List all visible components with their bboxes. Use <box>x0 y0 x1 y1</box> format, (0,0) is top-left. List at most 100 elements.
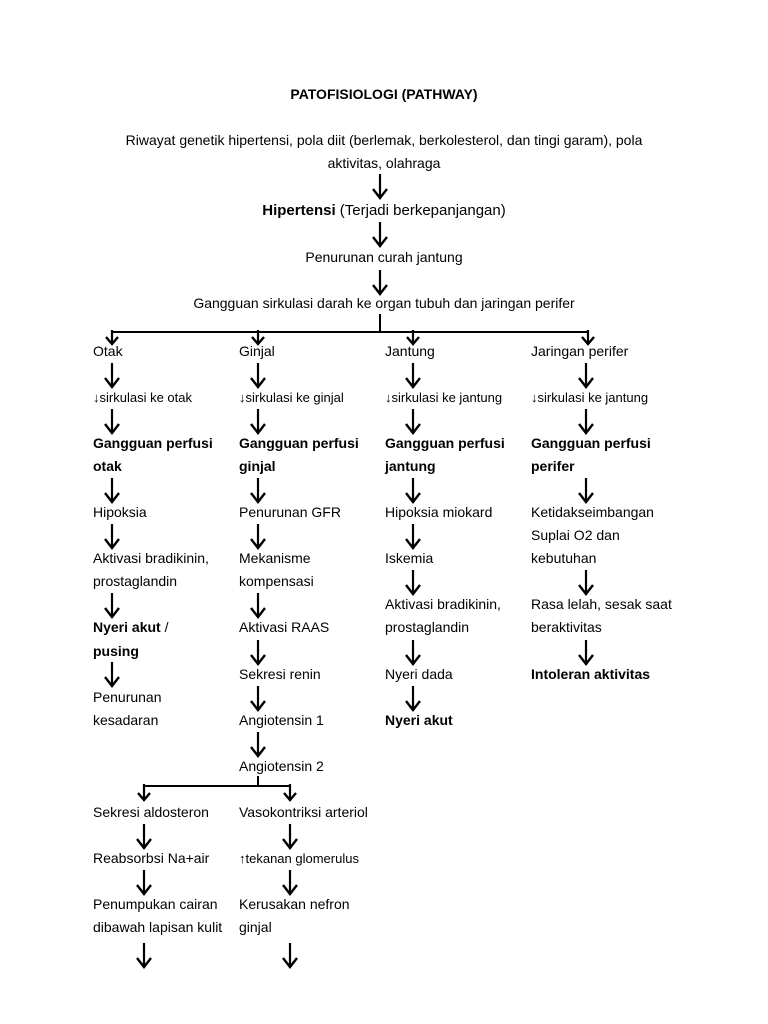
hypertension-label: Hipertensi <box>262 202 336 219</box>
heart-step-hypoxia: Hipoksia miokard <box>385 504 493 520</box>
heart-circulation: ↓sirkulasi ke jantung <box>385 390 503 405</box>
arrow-down-icon <box>406 330 420 346</box>
kidney-header: Ginjal <box>239 343 275 359</box>
arrow-down-icon <box>578 409 594 435</box>
arrow-down-icon <box>405 409 421 435</box>
arrow-down-icon <box>405 524 421 550</box>
kidney-perfusion-2: ginjal <box>239 458 276 474</box>
brain-step-bradykinin-1: Aktivasi bradikinin, <box>93 550 209 566</box>
vaso-step-constriction: Vasokontriksi arteriol <box>239 804 368 820</box>
brain-pain-separator: / <box>160 619 169 635</box>
brain-header: Otak <box>93 343 123 359</box>
brain-step-hypoxia: Hipoksia <box>93 504 147 520</box>
arrow-down-icon <box>250 409 266 435</box>
brain-circulation: ↓sirkulasi ke otak <box>93 390 192 405</box>
peripheral-circulation: ↓sirkulasi ke jantung <box>531 390 649 405</box>
arrow-down-icon <box>251 330 265 346</box>
brain-step-consciousness-1: Penurunan <box>93 689 162 705</box>
arrow-down-icon <box>105 330 119 346</box>
arrow-down-icon <box>137 784 151 802</box>
arrow-down-icon <box>250 478 266 504</box>
aldosterone-step-edema-1: Penumpukan cairan <box>93 896 218 912</box>
arrow-down-icon <box>136 824 152 850</box>
arrow-down-icon <box>282 824 298 850</box>
arrow-down-icon <box>136 870 152 896</box>
hypertension-note: (Terjadi berkepanjangan) <box>335 202 506 219</box>
arrow-down-icon <box>405 570 421 596</box>
brain-pain-bold: Nyeri akut <box>93 619 161 635</box>
arrow-down-icon <box>578 640 594 666</box>
arrow-down-icon <box>372 270 388 296</box>
arrow-down-icon <box>104 409 120 435</box>
arrow-down-icon <box>282 943 298 969</box>
arrow-down-icon <box>250 732 266 758</box>
brain-perfusion-1: Gangguan perfusi <box>93 435 213 451</box>
peripheral-perfusion-2: perifer <box>531 458 575 474</box>
arrow-down-icon <box>250 593 266 619</box>
arrow-down-icon <box>250 640 266 666</box>
peripheral-step-intolerance: Intoleran aktivitas <box>531 666 651 682</box>
peripheral-header: Jaringan perifer <box>531 343 629 359</box>
cause-line-2: aktivitas, olahraga <box>327 155 441 171</box>
vaso-step-nephron-damage-2: ginjal <box>239 919 272 935</box>
peripheral-step-imbalance-1: Ketidakseimbangan <box>531 504 654 520</box>
kidney-step-renin: Sekresi renin <box>239 666 321 682</box>
kidney-step-compensation-1: Mekanisme <box>239 550 311 566</box>
kidney-step-gfr: Penurunan GFR <box>239 504 341 520</box>
aldosterone-step-reabsorption: Reabsorbsi Na+air <box>93 850 210 866</box>
kidney-step-compensation-2: kompensasi <box>239 573 314 589</box>
arrow-down-icon <box>405 640 421 666</box>
brain-step-pain-1: Nyeri akut / <box>93 616 168 639</box>
arrow-down-icon <box>104 524 120 550</box>
peripheral-step-fatigue-1: Rasa lelah, sesak saat <box>531 596 672 612</box>
arrow-down-icon <box>104 593 120 619</box>
hypertension-node: Hipertensi (Terjadi berkepanjangan) <box>0 199 768 222</box>
brain-step-bradykinin-2: prostaglandin <box>93 573 178 589</box>
peripheral-step-imbalance-3: kebutuhan <box>531 550 597 566</box>
heart-perfusion-2: jantung <box>385 458 436 474</box>
page-title: PATOFISIOLOGI (PATHWAY) <box>290 86 478 102</box>
arrow-down-icon <box>104 478 120 504</box>
arrow-down-icon <box>405 478 421 504</box>
heart-perfusion-1: Gangguan perfusi <box>385 435 505 451</box>
arrow-down-icon <box>282 870 298 896</box>
arrow-down-icon <box>104 662 120 688</box>
cardiac-output-node: Penurunan curah jantung <box>305 249 463 265</box>
heart-header: Jantung <box>385 343 435 359</box>
peripheral-step-fatigue-2: beraktivitas <box>531 619 602 635</box>
brain-step-consciousness-2: kesadaran <box>93 712 159 728</box>
arrow-down-icon <box>405 363 421 389</box>
circulation-node: Gangguan sirkulasi darah ke organ tubuh … <box>193 295 575 311</box>
arrow-down-icon <box>372 222 388 248</box>
kidney-step-angiotensin-2: Angiotensin 2 <box>239 758 324 774</box>
arrow-down-icon <box>578 478 594 504</box>
heart-step-chest-pain: Nyeri dada <box>385 666 453 682</box>
kidney-step-raas: Aktivasi RAAS <box>239 619 330 635</box>
arrow-down-icon <box>250 524 266 550</box>
arrow-down-icon <box>581 330 595 346</box>
vaso-step-nephron-damage-1: Kerusakan nefron <box>239 896 350 912</box>
arrow-down-icon <box>578 570 594 596</box>
brain-step-pain-2: pusing <box>93 643 139 659</box>
arrow-down-icon <box>250 686 266 712</box>
arrow-down-icon <box>104 363 120 389</box>
arrow-down-icon <box>283 784 297 802</box>
cause-line-1: Riwayat genetik hipertensi, pola diit (b… <box>125 132 643 148</box>
aldosterone-step-edema-2: dibawah lapisan kulit <box>93 919 223 935</box>
arrow-down-icon <box>405 686 421 712</box>
kidney-circulation: ↓sirkulasi ke ginjal <box>239 390 344 405</box>
arrow-down-icon <box>372 174 388 200</box>
arrow-down-icon <box>578 363 594 389</box>
arrow-down-icon <box>250 363 266 389</box>
peripheral-perfusion-1: Gangguan perfusi <box>531 435 651 451</box>
kidney-perfusion-1: Gangguan perfusi <box>239 435 359 451</box>
kidney-step-angiotensin-1: Angiotensin 1 <box>239 712 324 728</box>
aldosterone-step-secretion: Sekresi aldosteron <box>93 804 209 820</box>
peripheral-step-imbalance-2: Suplai O2 dan <box>531 527 620 543</box>
heart-step-ischemia: Iskemia <box>385 550 434 566</box>
brain-perfusion-2: otak <box>93 458 122 474</box>
arrow-down-icon <box>136 943 152 969</box>
vaso-step-glomerular-pressure: ↑tekanan glomerulus <box>239 851 359 866</box>
heart-step-bradykinin-1: Aktivasi bradikinin, <box>385 596 501 612</box>
